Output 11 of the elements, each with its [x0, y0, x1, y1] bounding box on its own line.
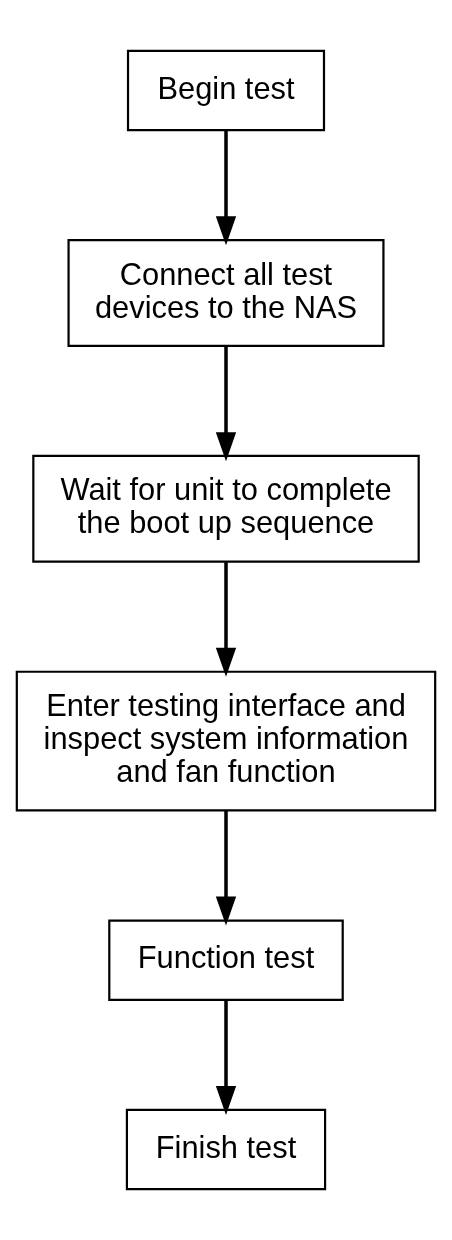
node-box: Enter testing interface and inspect system information and fan function — [15, 670, 437, 812]
arrow — [215, 810, 237, 926]
arrow — [215, 346, 237, 462]
arrow — [215, 130, 237, 246]
node-box: Finish test — [125, 1108, 327, 1191]
node-box: Begin test — [126, 49, 326, 132]
arrow — [215, 1000, 237, 1116]
node-box: Connect all test devices to the NAS — [67, 239, 385, 347]
node-box: Wait for unit to complete the boot up sequence — [32, 454, 420, 563]
arrow — [215, 562, 237, 677]
node-box: Function test — [108, 919, 344, 1001]
